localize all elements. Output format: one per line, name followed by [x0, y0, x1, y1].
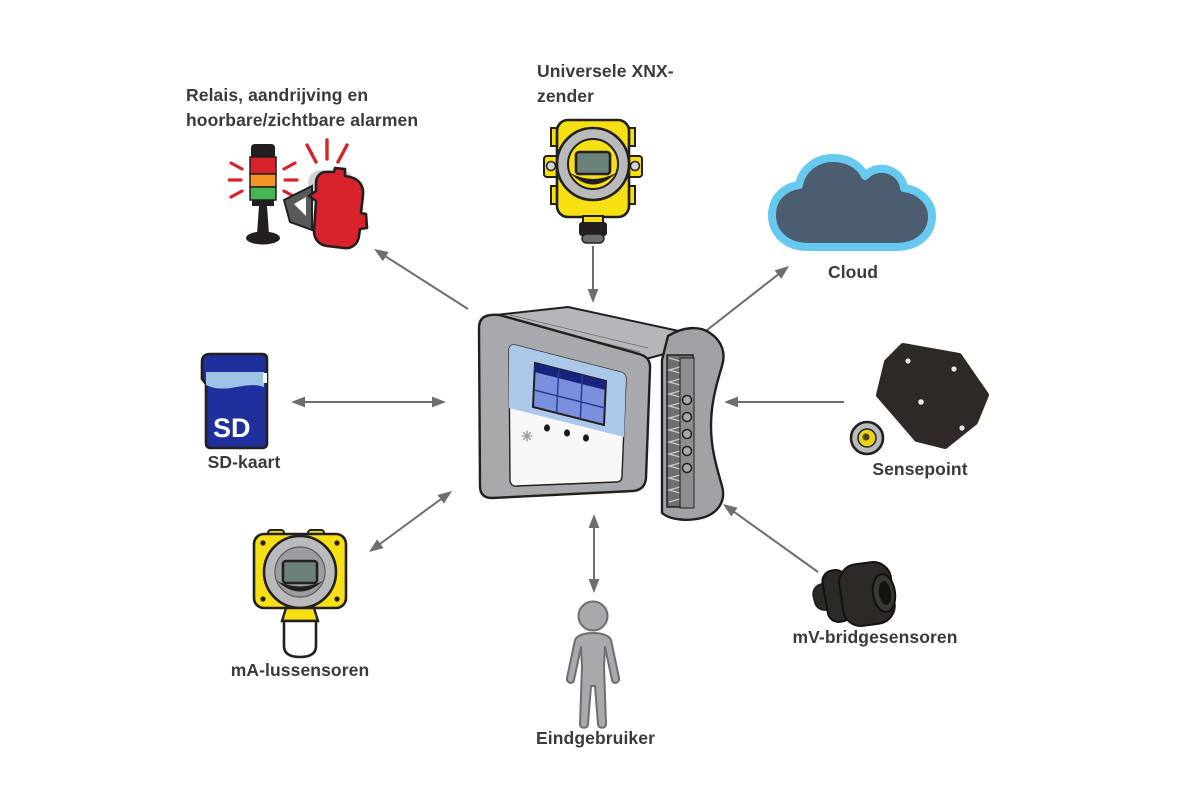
- arrow-head: [724, 396, 738, 408]
- cloud-icon: [768, 154, 936, 251]
- speaker-icon: [521, 430, 533, 442]
- sd-card-text: SD: [213, 413, 251, 443]
- relais-label: Relais, aandrijving en hoorbare/zichtbar…: [186, 85, 419, 131]
- sensepoint-label: Sensepoint: [872, 459, 968, 479]
- sd-card-icon: SD: [200, 352, 269, 450]
- ma-loop-sensor-icon: [252, 529, 348, 659]
- arrow-head: [587, 289, 599, 303]
- arrow-head: [432, 396, 446, 408]
- mv-label: mV-bridgesensoren: [792, 627, 958, 647]
- sensepoint-screws: [905, 358, 965, 431]
- sensepoint-sensor-icon: [849, 343, 989, 456]
- person-icon: [565, 600, 621, 729]
- controller-screen: [531, 361, 608, 427]
- arrow-line-controller-cloud: [701, 271, 782, 335]
- sd-label: SD-kaart: [207, 452, 281, 472]
- arrow-line-controller-ma: [376, 495, 445, 548]
- user-label: Eindgebruiker: [536, 728, 655, 748]
- arrow-line-controller-relais: [381, 253, 469, 310]
- stack-light-and-sounder-icon: [228, 138, 369, 250]
- arrow-head: [437, 491, 452, 504]
- touchpoint-controller-icon: [477, 306, 725, 521]
- arrow-head: [374, 249, 389, 262]
- ma-label: mA-lussensoren: [230, 660, 370, 680]
- terminal-zigzag: [666, 357, 694, 503]
- alarm-sounder-icon: [282, 138, 369, 250]
- arrow-line-mv-controller: [730, 508, 819, 573]
- arrow-head: [588, 579, 600, 593]
- arrow-head: [369, 539, 384, 552]
- cloud-label: Cloud: [827, 262, 879, 282]
- arrow-head: [774, 266, 789, 279]
- arrow-head: [588, 514, 600, 528]
- terminal-screws: [681, 394, 693, 474]
- mv-bridge-sensor-icon: [812, 561, 897, 627]
- stack-light-icon: [228, 144, 299, 245]
- arrow-head: [291, 396, 305, 408]
- ma-corner-screws: [260, 540, 340, 602]
- xnx-label: Universele XNX- zender: [537, 61, 674, 107]
- arrow-head: [723, 504, 738, 517]
- xnx-transmitter-icon: [543, 118, 643, 244]
- controller-buttons: [544, 424, 589, 442]
